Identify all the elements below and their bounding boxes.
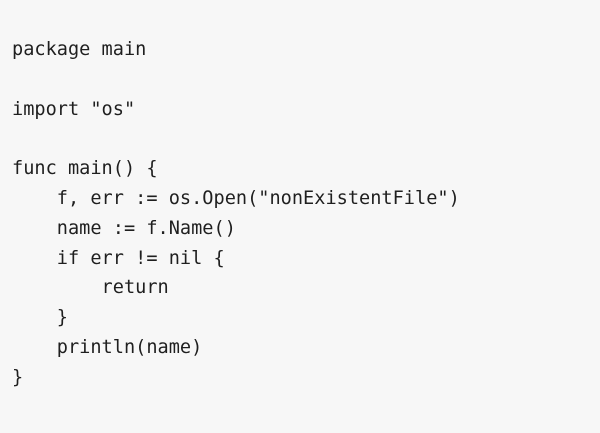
code-lines: package main import "os" func main() { f… (12, 35, 460, 393)
code-line-7: name := f.Name() (12, 217, 236, 239)
code-line-10: } (12, 307, 68, 329)
code-line-3: import "os" (12, 98, 136, 120)
code-line-5: func main() { (12, 158, 158, 180)
code-line-12: } (12, 366, 24, 388)
code-line-6: f, err := os.Open("nonExistentFile") (12, 187, 460, 209)
code-line-1: package main (12, 39, 147, 60)
code-line-9: return (12, 277, 169, 299)
code-line-2 (12, 65, 460, 95)
code-line-8: if err != nil { (12, 247, 225, 269)
code-line-11: println(name) (12, 336, 203, 358)
code-line-4 (12, 124, 460, 154)
